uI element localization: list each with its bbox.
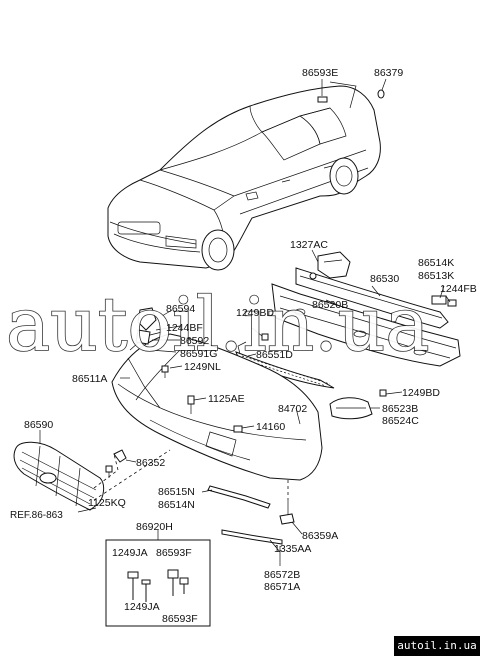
- label-86379: 86379: [374, 67, 403, 79]
- car-illustration: [107, 85, 385, 271]
- leader-lines-lower: [39, 309, 403, 566]
- label-86591G: 86591G: [180, 348, 217, 360]
- site-badge: autoil.in.ua: [394, 636, 480, 656]
- label-1249BD-top: 1249BD: [236, 307, 274, 319]
- label-86551D: 86551D: [256, 349, 293, 361]
- bumper-beam: [271, 251, 461, 367]
- fasteners: [105, 333, 387, 525]
- label-86514N: 86514N: [158, 499, 195, 511]
- label-1249JA-box-top: 1249JA: [112, 547, 148, 559]
- label-86530: 86530: [370, 273, 399, 285]
- label-1244BF: 1244BF: [166, 322, 203, 334]
- watermark: autoil.in.ua: [6, 282, 430, 368]
- label-86515N: 86515N: [158, 486, 195, 498]
- label-86571A: 86571A: [264, 581, 300, 593]
- lower-moldings: [207, 485, 292, 545]
- label-14160: 14160: [256, 421, 285, 433]
- label-86590: 86590: [24, 419, 53, 431]
- label-86524C: 86524C: [382, 415, 419, 427]
- label-86514K: 86514K: [418, 257, 454, 269]
- part-labels: 86593E 86379 1327AC 86530 86514K 86513K …: [10, 67, 477, 625]
- label-1249JA-box-bottom: 1249JA: [124, 601, 160, 613]
- label-1327AC: 1327AC: [290, 239, 328, 251]
- label-86593F-box-top: 86593F: [156, 547, 192, 559]
- label-86572B: 86572B: [264, 569, 300, 581]
- label-86592: 86592: [180, 335, 209, 347]
- label-86513K: 86513K: [418, 270, 454, 282]
- label-86520B: 86520B: [312, 299, 348, 311]
- label-84702: 84702: [278, 403, 307, 415]
- radiator-grille: [13, 441, 105, 511]
- label-1249BD-right: 1249BD: [402, 387, 440, 399]
- label-86593E: 86593E: [302, 67, 338, 79]
- label-86352: 86352: [136, 457, 165, 469]
- label-86594: 86594: [166, 303, 195, 315]
- label-1125AE: 1125AE: [208, 393, 245, 405]
- label-86920H: 86920H: [136, 521, 173, 533]
- label-1125KQ: 1125KQ: [88, 497, 126, 509]
- label-86511A: 86511A: [72, 373, 107, 385]
- label-86523B: 86523B: [382, 403, 418, 415]
- label-1249NL: 1249NL: [184, 361, 221, 373]
- label-86593F-box-bottom: 86593F: [162, 613, 198, 625]
- leader-lines-beam: [311, 249, 451, 307]
- label-ref-86-863: REF.86-863: [10, 510, 63, 521]
- label-1335AA: 1335AA: [274, 543, 311, 555]
- leader-lines-car: [321, 78, 387, 109]
- label-86359A: 86359A: [302, 530, 338, 542]
- bolt-kit-box: [105, 530, 211, 627]
- label-1244FB: 1244FB: [440, 283, 477, 295]
